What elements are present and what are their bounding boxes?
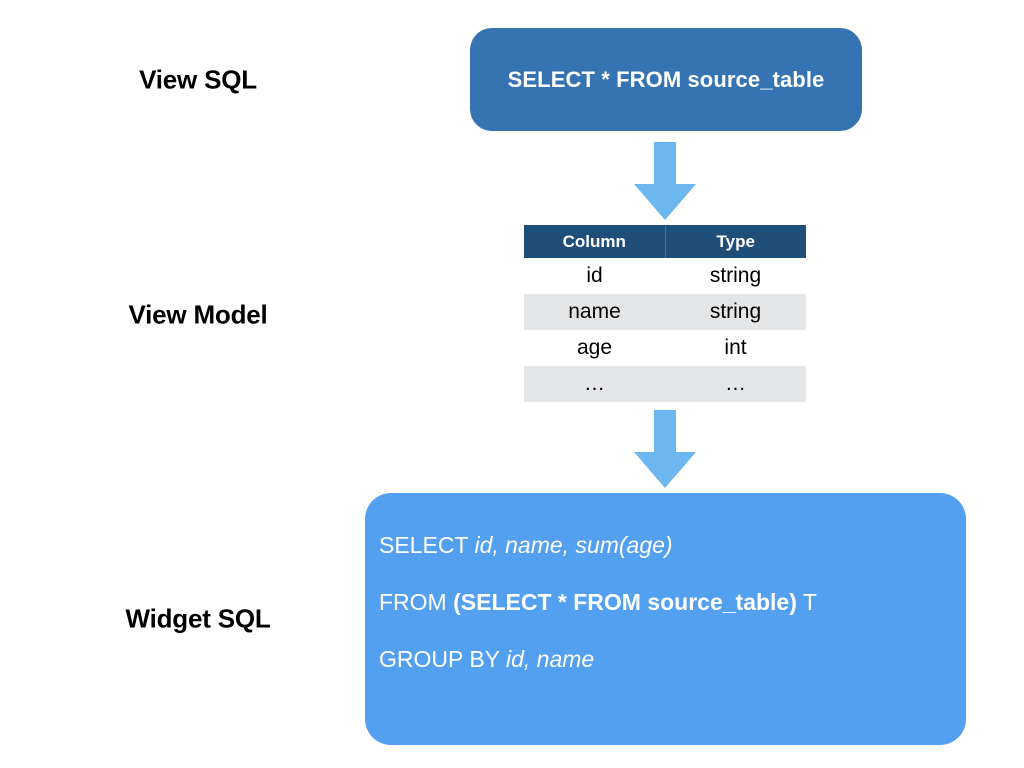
cell-type: string [665,294,806,330]
sql-group-by-columns: id, name [505,646,595,673]
column-header-column: Column [524,225,665,258]
view-sql-statement: SELECT * FROM source_table [507,66,825,92]
table-row: id string [524,258,806,294]
widget-sql-line-group-by: GROUP BY id, name [379,647,966,671]
stage-label-view-sql: View SQL [139,64,257,95]
down-arrow-icon [634,410,696,488]
cell-column: id [524,258,665,294]
sql-keyword-group-by: GROUP BY [379,646,506,673]
table-row: age int [524,330,806,366]
cell-type: … [665,366,806,402]
table-header-row: Column Type [524,225,806,258]
sql-select-columns: id, name, sum(age) [474,532,673,558]
cell-column: age [524,330,665,366]
widget-sql-box: SELECT id, name, sum(age) FROM (SELECT *… [365,493,966,745]
sql-subquery: (SELECT * FROM source_table) [453,589,797,616]
sql-table-alias: T [796,589,817,616]
view-model-table: Column Type id string name string age in… [524,225,806,402]
column-header-type: Type [664,225,806,258]
stage-label-view-model: View Model [128,299,268,330]
cell-type: int [665,330,806,366]
sql-keyword-select: SELECT [379,532,475,558]
widget-sql-line-select: SELECT id, name, sum(age) [379,533,966,557]
widget-sql-line-from: FROM (SELECT * FROM source_table) T [379,590,966,614]
cell-column: … [524,366,665,402]
down-arrow-icon [634,142,696,220]
table-row: name string [524,294,806,330]
cell-type: string [665,258,806,294]
cell-column: name [524,294,665,330]
stage-label-widget-sql: Widget SQL [125,603,271,634]
view-sql-box: SELECT * FROM source_table [470,28,862,131]
table-row: … … [524,366,806,402]
sql-keyword-from: FROM [379,589,454,616]
